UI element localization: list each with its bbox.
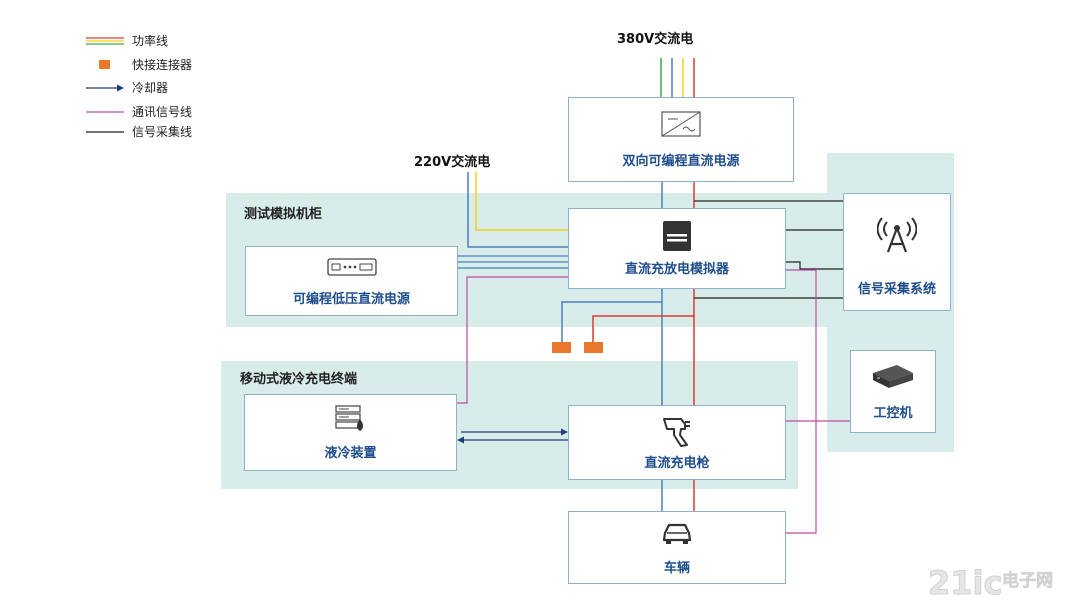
quick-connector-2 — [584, 342, 603, 353]
svg-text:21ic: 21ic — [928, 564, 1002, 602]
lv-psu-label: 可编程低压直流电源 — [292, 292, 410, 307]
cooler-legend-icon — [86, 84, 124, 92]
power-line-legend-icon — [86, 37, 124, 45]
svg-text:电子网: 电子网 — [1002, 570, 1053, 591]
ipc-label: 工控机 — [873, 406, 913, 421]
cooling-unit-label: 液冷装置 — [324, 446, 377, 461]
signal-line-legend-icon — [86, 131, 124, 133]
legend-comm-label: 通讯信号线 — [132, 105, 193, 119]
power-220-blue — [467, 172, 568, 248]
signal-system-label: 信号采集系统 — [857, 282, 936, 297]
comm-line-cooling — [457, 276, 568, 404]
dc-simulator-box: 直流充放电模拟器 — [568, 208, 786, 289]
car-icon — [662, 523, 692, 544]
test-cabinet-label: 测试模拟机柜 — [244, 207, 323, 222]
comm-line-legend-icon — [86, 111, 124, 113]
charging-gun-box: 直流充电枪 — [568, 405, 786, 480]
cooling-server-icon — [334, 405, 363, 431]
bidirectional-psu-label: 双向可编程直流电源 — [622, 154, 740, 169]
industrial-pc-icon — [873, 365, 913, 388]
power-lines-220v — [467, 172, 568, 248]
legend-signal-label: 信号采集线 — [132, 125, 193, 139]
connector-legend-icon — [99, 60, 110, 69]
legend-cooler-label: 冷却器 — [132, 81, 169, 95]
cooler-arrow-left — [457, 436, 464, 444]
signal-line-sim-2 — [786, 261, 843, 270]
antenna-icon — [877, 217, 917, 253]
power-220-yellow — [475, 172, 568, 231]
bidirectional-psu-box: 双向可编程直流电源 — [568, 97, 794, 182]
signal-system-box: 信号采集系统 — [843, 193, 951, 311]
charging-gun-label: 直流充电枪 — [644, 456, 710, 471]
cooler-arrow-right — [561, 428, 568, 436]
vehicle-box: 车辆 — [568, 511, 786, 584]
ipc-box: 工控机 — [850, 350, 936, 433]
quick-connector-1 — [552, 342, 571, 353]
charging-gun-icon — [663, 418, 690, 447]
power-supply-icon — [326, 258, 377, 276]
ac380-label: 380V交流电 — [617, 32, 694, 47]
legend-connector-label: 快接连接器 — [132, 58, 193, 72]
dc-simulator-label: 直流充放电模拟器 — [624, 262, 729, 277]
ac220-label: 220V交流电 — [414, 155, 491, 170]
cooling-unit-box: 液冷装置 — [244, 394, 457, 471]
mobile-terminal-label: 移动式液冷充电终端 — [240, 372, 358, 387]
connector-branch-red — [592, 315, 694, 342]
comm-line-vehicle — [786, 269, 817, 534]
simulator-icon — [663, 221, 691, 251]
connector-branch-blue — [561, 301, 662, 342]
legend-power-label: 功率线 — [132, 34, 169, 48]
power-lines-380v — [660, 58, 695, 97]
lv-psu-box: 可编程低压直流电源 — [245, 246, 458, 316]
inverter-icon — [661, 111, 701, 137]
vehicle-label: 车辆 — [663, 561, 690, 576]
watermark-logo: 21ic 电子网 — [928, 564, 1054, 603]
